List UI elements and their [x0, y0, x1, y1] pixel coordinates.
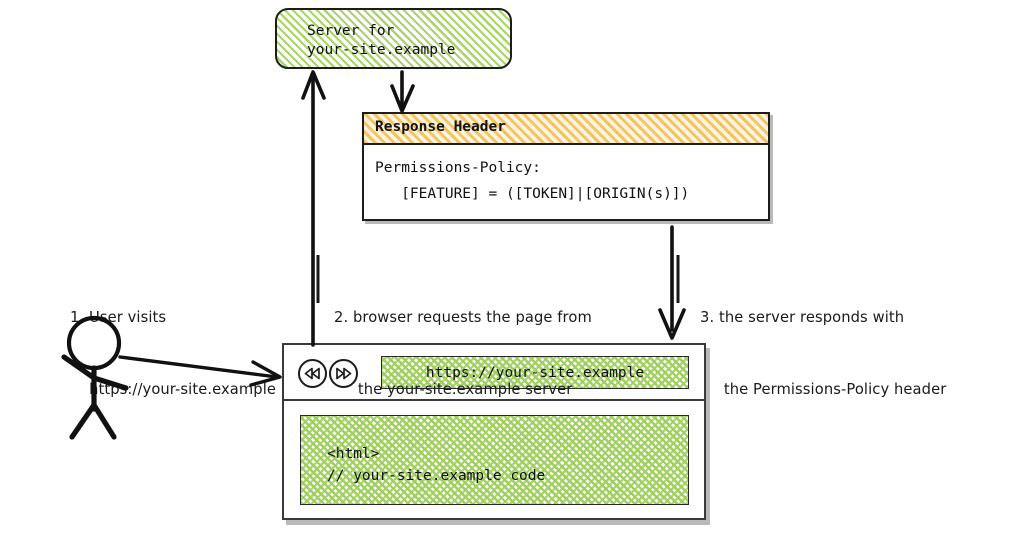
browser-nav-buttons: [298, 359, 358, 388]
annotation-step-1-line1: 1. User visits: [70, 309, 167, 326]
response-header-titlebar: Response Header: [364, 114, 768, 145]
browser-chrome: https://your-site.example: [284, 345, 704, 401]
annotation-step-1-line2: https://your-site.example: [70, 381, 277, 398]
annotation-step-1: 1. User visits https://your-site.example: [70, 258, 276, 450]
browser-window: https://your-site.example <html> // your…: [282, 343, 706, 520]
arrow-server-to-response-header: [390, 70, 415, 113]
rewind-icon[interactable]: [298, 359, 327, 388]
annotation-step-3-line1: 3. the server responds with: [700, 309, 905, 326]
arrow-response-header-to-browser: [658, 225, 686, 340]
page-code-line1: <html>: [327, 446, 380, 462]
url-text: https://your-site.example: [425, 364, 645, 381]
annotation-step-2-line2: the your-site.example server: [334, 381, 573, 398]
annotation-step-2: 2. browser requests the page from the yo…: [334, 258, 592, 450]
page-content-area: <html> // your-site.example code: [300, 415, 689, 505]
page-code-line2: // your-site.example code: [327, 468, 546, 484]
server-label-line2: your-site.example: [307, 42, 456, 58]
rewind-glyph: [304, 367, 320, 380]
server-label-line1: Server for: [307, 23, 395, 39]
server-box: Server for your-site.example: [275, 8, 512, 69]
response-header-line2: [FEATURE] = ([TOKEN]|[ORIGIN(s)]): [375, 186, 690, 202]
response-header-title: Response Header: [375, 119, 506, 135]
arrow-browser-to-server: [301, 70, 326, 347]
fast-forward-glyph: [336, 367, 352, 380]
fast-forward-icon[interactable]: [329, 359, 358, 388]
response-header-box: Response Header Permissions-Policy: [FEA…: [362, 112, 770, 221]
url-bar[interactable]: https://your-site.example: [381, 356, 689, 389]
annotation-step-3-line2: the Permissions-Policy header: [700, 381, 947, 398]
response-header-line1: Permissions-Policy:: [375, 160, 541, 176]
annotation-step-2-line1: 2. browser requests the page from: [334, 309, 592, 326]
annotation-step-3: 3. the server responds with the Permissi…: [700, 258, 946, 450]
